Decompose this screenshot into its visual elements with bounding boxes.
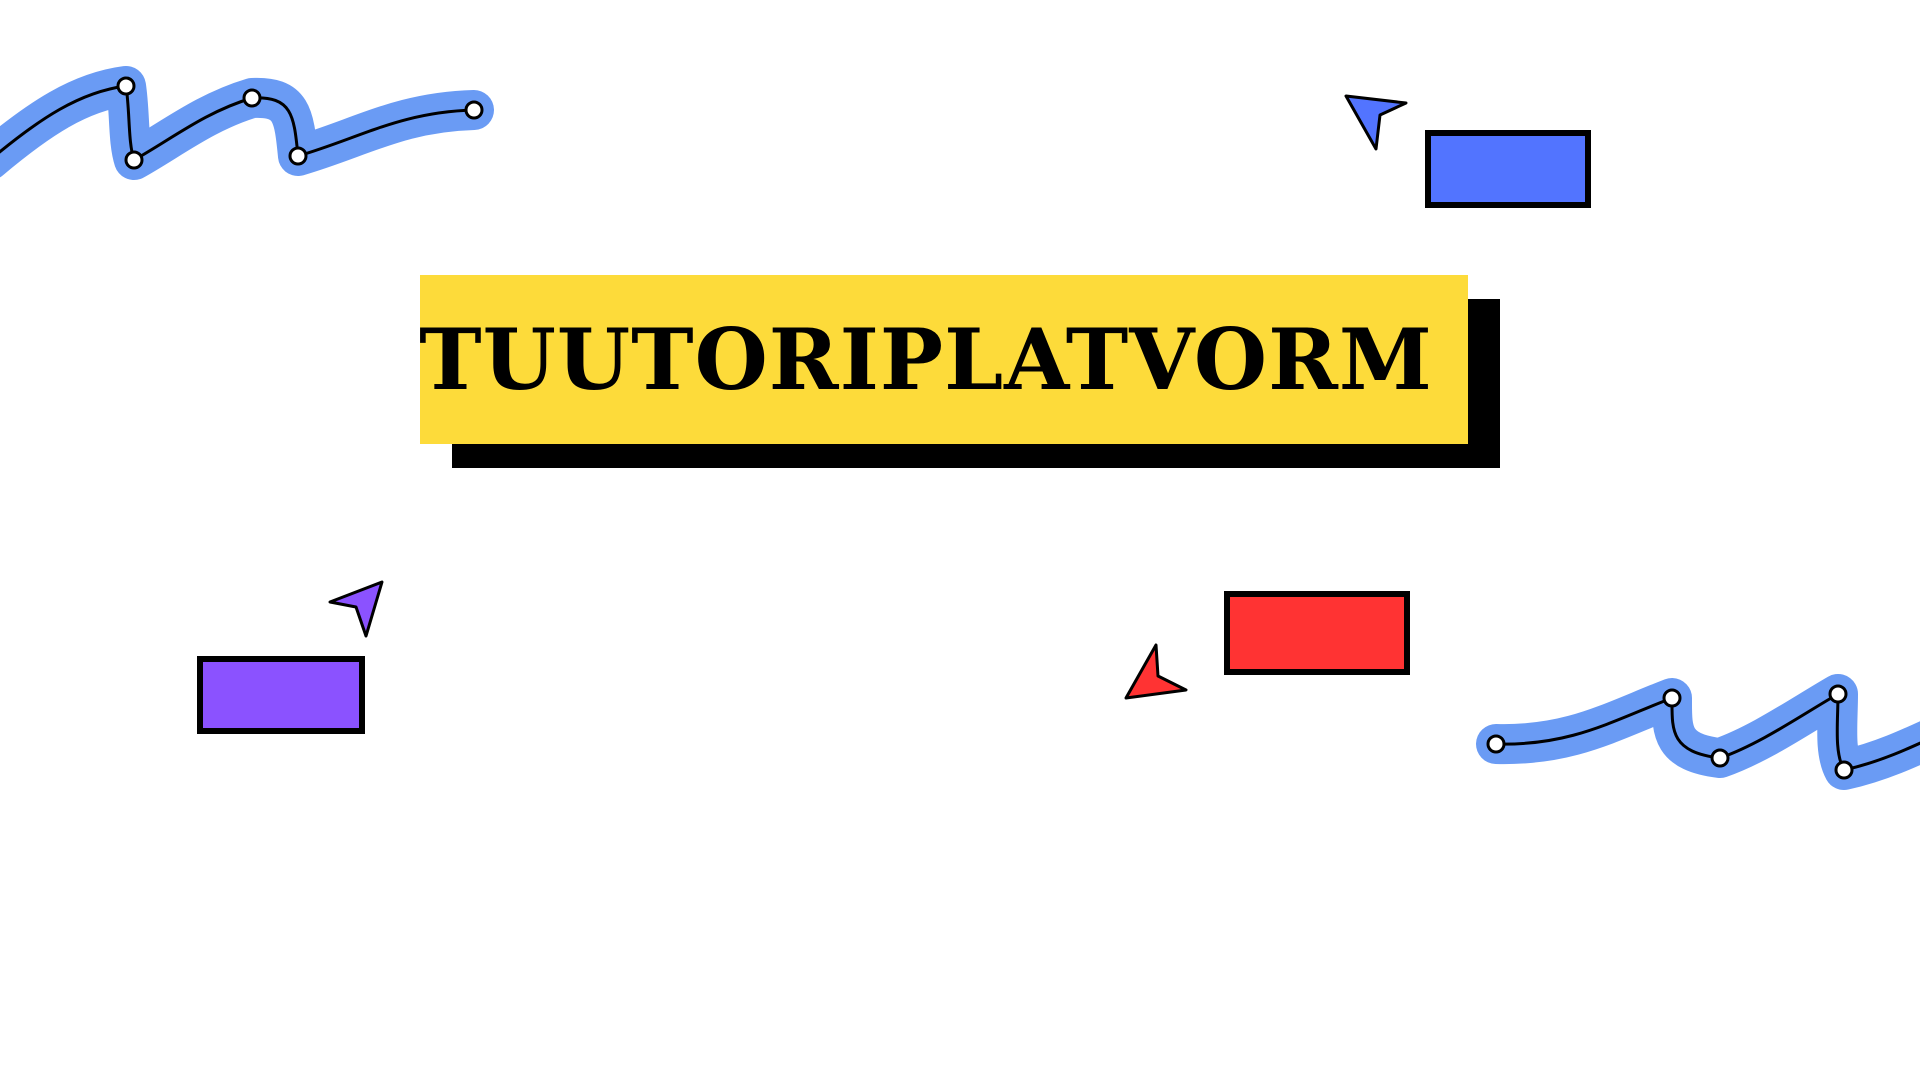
- squiggle-path-bottom-right: [1476, 674, 1920, 790]
- anchor-point: [1828, 684, 1848, 704]
- anchor-point: [464, 100, 484, 120]
- red-rectangle: [1224, 591, 1410, 675]
- anchor-point: [116, 76, 136, 96]
- blue-rectangle: [1425, 130, 1591, 208]
- anchor-point: [288, 146, 308, 166]
- squiggle-path-top-left: [0, 66, 494, 180]
- title-box: TUUTORIPLATVORM: [419, 275, 1468, 444]
- anchor-point: [124, 150, 144, 170]
- blue-cursor-arrow-icon: [1344, 94, 1408, 151]
- anchor-point: [1486, 734, 1506, 754]
- slide-title: TUUTORIPLATVORM: [419, 309, 1433, 409]
- purple-rectangle: [197, 656, 365, 734]
- red-cursor-arrow-icon: [1124, 643, 1188, 700]
- squiggle-highlight-stroke: [0, 66, 494, 180]
- anchor-point: [1662, 688, 1682, 708]
- anchor-point: [1710, 748, 1730, 768]
- anchor-point: [242, 88, 262, 108]
- anchor-point: [1834, 760, 1854, 780]
- purple-cursor-arrow-icon: [328, 580, 384, 638]
- squiggle-line: [0, 84, 476, 162]
- squiggle-highlight-stroke: [1476, 674, 1920, 790]
